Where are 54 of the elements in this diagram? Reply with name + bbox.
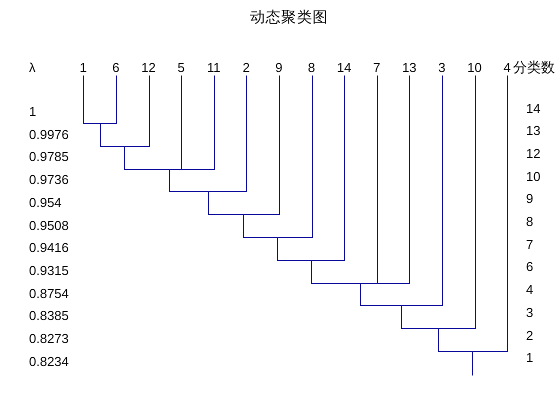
dendrogram-link — [277, 75, 345, 261]
dendrogram-link — [377, 75, 378, 284]
dendrogram-link — [100, 75, 150, 147]
threshold-value: 0.8385 — [29, 308, 69, 324]
cluster-count: 10 — [526, 168, 540, 184]
threshold-value: 0.9315 — [29, 262, 69, 278]
leaf-label: 1 — [80, 60, 87, 75]
dendrogram-link — [243, 75, 313, 238]
leaf-label: 7 — [373, 60, 380, 75]
leaf-label: 5 — [177, 60, 185, 75]
cluster-count: 1 — [526, 350, 534, 366]
chart-title: 动态聚类图 — [250, 9, 328, 26]
leaf-label: 11 — [206, 60, 220, 75]
column-header: 分类数 — [513, 59, 555, 75]
dendrogram-link — [311, 75, 410, 284]
cluster-count: 12 — [526, 146, 540, 161]
threshold-value: 0.954 — [29, 194, 62, 210]
leaf-label: 9 — [275, 60, 282, 75]
threshold-value: 0.9508 — [29, 218, 69, 232]
cluster-count: 4 — [526, 282, 534, 298]
leaf-label: 2 — [242, 60, 250, 75]
leaf-label: 12 — [141, 60, 156, 75]
dendrogram-link — [208, 75, 280, 215]
cluster-count: 3 — [526, 304, 534, 320]
leaf-label: 10 — [467, 60, 482, 75]
axis-header: λ — [29, 60, 36, 75]
cluster-count: 7 — [526, 236, 534, 252]
cluster-count: 2 — [526, 328, 534, 342]
dendrogram-link — [401, 75, 476, 329]
cluster-count: 9 — [526, 191, 534, 206]
leaf-label: 6 — [112, 60, 120, 75]
dendrogram-link — [360, 75, 443, 306]
threshold-value: 0.9785 — [29, 149, 69, 164]
cluster-count: 14 — [526, 100, 540, 116]
cluster-count: 8 — [526, 214, 534, 229]
cluster-count: 13 — [526, 123, 540, 138]
threshold-value: 0.9976 — [29, 126, 69, 142]
threshold-value: 0.9416 — [29, 240, 69, 256]
dendrogram-link — [169, 75, 247, 192]
leaf-label: 13 — [402, 60, 417, 75]
leaf-label: 14 — [336, 60, 352, 75]
threshold-value: 0.8754 — [29, 286, 69, 301]
cluster-count: 6 — [526, 259, 534, 274]
dendrogram-link — [438, 75, 508, 352]
dendrogram-link — [83, 75, 117, 124]
threshold-value: 0.8234 — [29, 354, 69, 369]
dendrogram-link — [124, 75, 215, 170]
leaf-label: 4 — [503, 60, 511, 75]
threshold-value: 1 — [29, 104, 36, 119]
threshold-value: 0.8273 — [29, 331, 69, 346]
leaf-label: 3 — [438, 60, 446, 75]
threshold-value: 0.9736 — [29, 172, 69, 188]
dendrogram-link — [181, 75, 182, 170]
leaf-label: 8 — [308, 60, 316, 75]
